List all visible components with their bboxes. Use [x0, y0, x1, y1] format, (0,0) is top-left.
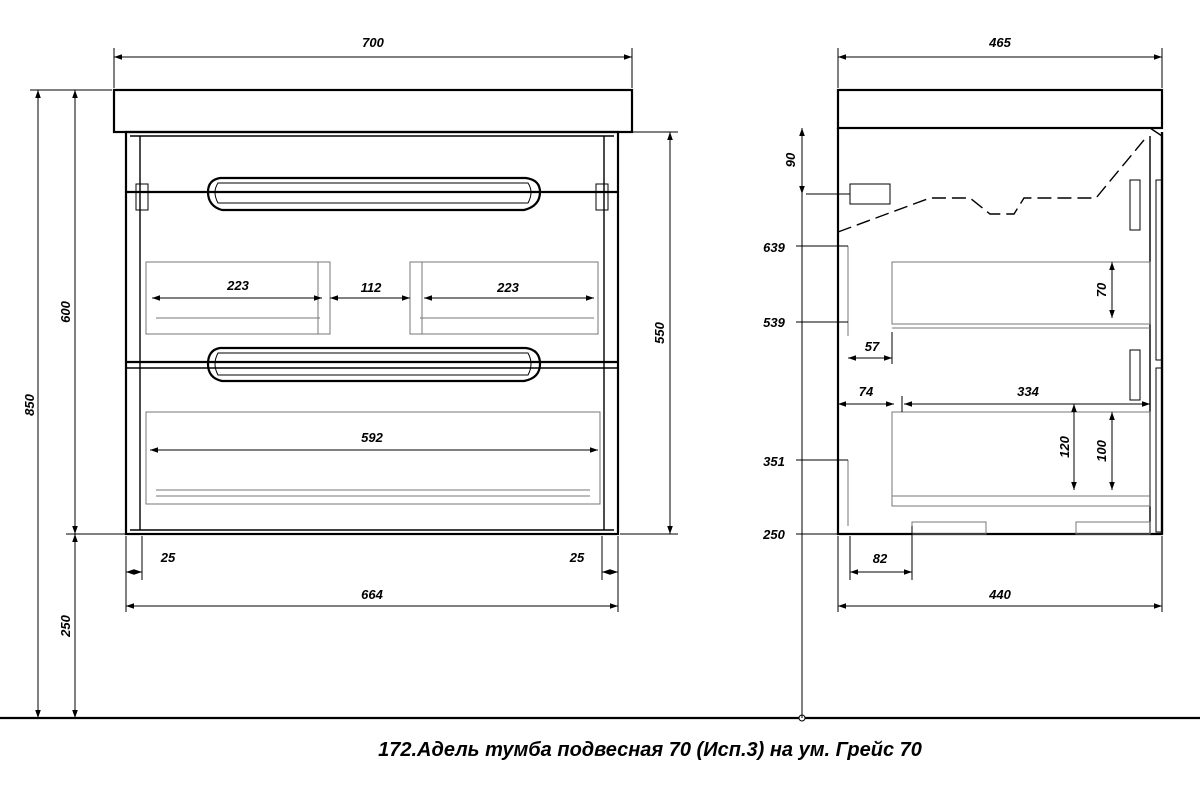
dim-850-label: 850	[22, 393, 37, 415]
side-view: 465 90 639 539 351 250 70 57 74 334 120	[762, 35, 1164, 718]
drawing-caption: 172.Адель тумба подвесная 70 (Исп.3) на …	[378, 739, 922, 761]
side-bottom-drawer-front	[1155, 367, 1163, 533]
front-bottom-drawer-box	[145, 411, 601, 505]
dim-250-front-label: 250	[58, 614, 73, 637]
front-top-handle-inner	[214, 182, 532, 204]
side-bottom-drawer-box	[891, 411, 1151, 507]
dim-25-left-label: 25	[160, 550, 176, 565]
dim-223-left-label: 223	[226, 278, 249, 293]
side-corner	[1149, 127, 1163, 137]
dim-664-label: 664	[361, 587, 383, 602]
dim-74-label: 74	[859, 384, 874, 399]
dim-112-label: 112	[361, 280, 382, 295]
dim-592-label: 592	[361, 430, 383, 445]
dim-120-label: 120	[1057, 435, 1072, 457]
dim-100-label: 100	[1094, 439, 1109, 461]
level-639-label: 639	[763, 240, 785, 255]
level-351-label: 351	[763, 454, 785, 469]
dim-550-label: 550	[652, 321, 667, 343]
front-bracket-left	[135, 183, 149, 211]
side-top-drawer-front	[1155, 179, 1163, 361]
dim-57-label: 57	[865, 339, 880, 354]
front-cabinet-body	[124, 130, 620, 536]
dim-700-label: 700	[362, 35, 384, 50]
side-foot-right	[1075, 521, 1151, 535]
dim-600-label: 600	[58, 300, 73, 322]
level-539-label: 539	[763, 315, 785, 330]
side-basin-top	[836, 88, 1164, 130]
front-bottom-handle-inner	[214, 352, 532, 376]
dim-90-label: 90	[783, 152, 798, 167]
dim-223-right-label: 223	[496, 280, 519, 295]
side-handle-bottom	[1129, 349, 1141, 401]
dim-465-label: 465	[988, 35, 1011, 50]
front-bracket-right	[595, 183, 609, 211]
side-foot-left	[911, 521, 987, 535]
side-basin-outline	[837, 139, 1145, 233]
side-handle-top	[1129, 179, 1141, 231]
front-view: 700 850 600 250 550 223 112 223 592 2	[22, 35, 678, 718]
front-top-drawer-right-side	[409, 261, 423, 335]
front-top-handle	[206, 176, 542, 212]
dim-25-right-label: 25	[569, 550, 585, 565]
dim-334-label: 334	[1017, 384, 1039, 399]
side-cabinet-body	[836, 128, 1164, 536]
side-siphon	[849, 183, 891, 205]
front-bottom-handle	[206, 346, 542, 383]
dim-440-label: 440	[988, 587, 1011, 602]
dim-70-label: 70	[1094, 282, 1109, 297]
side-top-drawer-box	[891, 261, 1151, 325]
dim-82-label: 82	[873, 551, 888, 566]
level-250-label: 250	[762, 527, 785, 542]
front-basin-top	[112, 88, 634, 134]
